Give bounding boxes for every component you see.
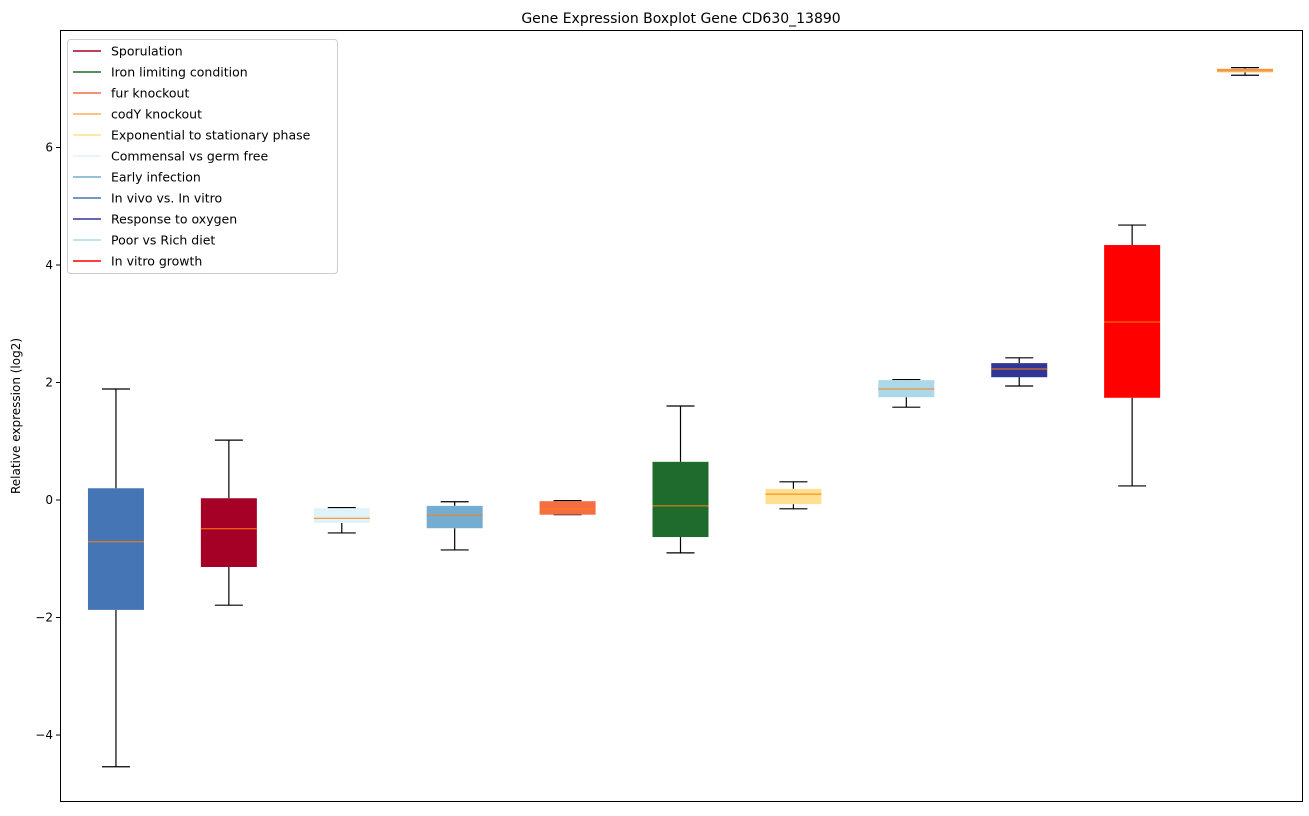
box-commensal-vs-germ-free bbox=[313, 507, 370, 534]
legend-item: In vivo vs. In vitro bbox=[73, 191, 222, 206]
chart-title: Gene Expression Boxplot Gene CD630_13890 bbox=[521, 11, 840, 27]
plot-frame bbox=[60, 30, 1303, 802]
legend-item: Early infection bbox=[73, 170, 201, 185]
legend-item: Iron limiting condition bbox=[73, 65, 248, 80]
legend-label: Exponential to stationary phase bbox=[111, 128, 311, 143]
box-sporulation bbox=[200, 439, 257, 606]
box-early-infection bbox=[426, 501, 483, 551]
box-iqr bbox=[426, 505, 483, 529]
legend-item: fur knockout bbox=[73, 86, 189, 101]
box-iqr bbox=[539, 501, 596, 515]
legend-label: Iron limiting condition bbox=[111, 65, 248, 80]
y-tick-label: 0 bbox=[45, 493, 53, 507]
y-tick-label: −4 bbox=[35, 728, 53, 742]
legend-label: In vitro growth bbox=[111, 254, 202, 269]
legend-item: Commensal vs germ free bbox=[73, 149, 268, 164]
legend-item: Poor vs Rich diet bbox=[73, 233, 215, 248]
box-poor-vs-rich-diet bbox=[878, 378, 935, 408]
legend-label: Early infection bbox=[111, 170, 201, 185]
box-in-vitro-growth bbox=[1104, 224, 1161, 487]
legend-item: Exponential to stationary phase bbox=[73, 128, 311, 143]
y-tick-label: −2 bbox=[35, 611, 53, 625]
box-iqr bbox=[652, 461, 709, 538]
box-iqr bbox=[991, 363, 1048, 378]
box-response-to-oxygen bbox=[991, 357, 1048, 387]
box-iqr bbox=[765, 488, 822, 505]
box-cody-knockout bbox=[1217, 67, 1274, 76]
box-fur-knockout bbox=[539, 500, 596, 516]
legend-item: Response to oxygen bbox=[73, 212, 237, 227]
legend-label: codY knockout bbox=[111, 107, 202, 122]
box-exponential-to-stationary-phase bbox=[765, 481, 822, 510]
legend-frame bbox=[67, 39, 338, 274]
legend-label: In vivo vs. In vitro bbox=[111, 191, 222, 206]
box-iqr bbox=[313, 508, 370, 523]
legend-label: Commensal vs germ free bbox=[111, 149, 268, 164]
box-iqr bbox=[200, 498, 257, 567]
legend-item: codY knockout bbox=[73, 107, 202, 122]
y-tick-label: 4 bbox=[45, 258, 53, 272]
legend-item: Sporulation bbox=[73, 44, 183, 59]
legend-label: Poor vs Rich diet bbox=[111, 233, 215, 248]
box-iron-limiting-condition bbox=[652, 405, 709, 554]
legend-label: Sporulation bbox=[111, 44, 183, 59]
y-tick-label: 2 bbox=[45, 376, 53, 390]
legend-label: fur knockout bbox=[111, 86, 189, 101]
legend-item: In vitro growth bbox=[73, 254, 202, 269]
y-tick-label: 6 bbox=[45, 141, 53, 155]
box-in-vivo-vs-in-vitro bbox=[87, 388, 144, 768]
box-iqr bbox=[87, 488, 144, 610]
y-axis-label: Relative expression (log2) bbox=[9, 338, 23, 494]
box-iqr bbox=[1217, 68, 1274, 73]
box-iqr bbox=[1104, 245, 1161, 398]
legend-label: Response to oxygen bbox=[111, 212, 237, 227]
